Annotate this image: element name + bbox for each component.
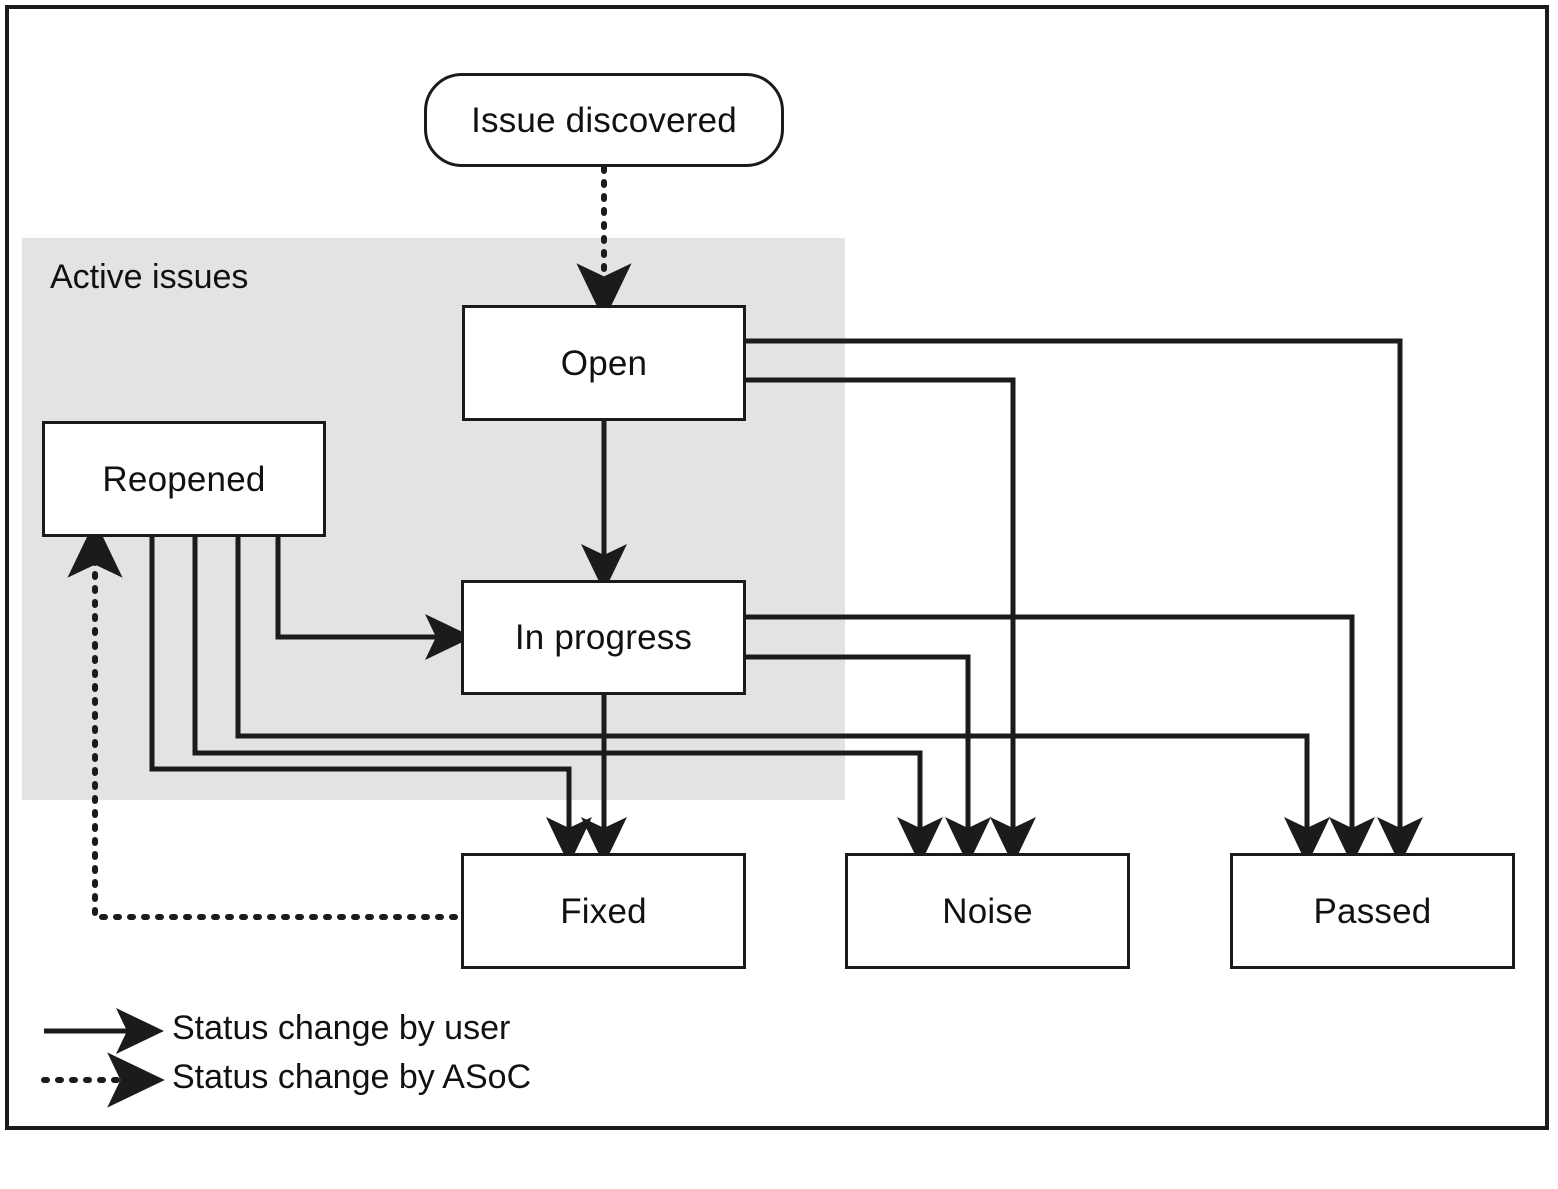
node-noise-label: Noise	[942, 891, 1033, 931]
legend-item-asoc-label: Status change by ASoC	[172, 1058, 532, 1096]
legend-item-user-label: Status change by user	[172, 1009, 511, 1047]
active-issues-group-label: Active issues	[50, 258, 249, 296]
edge-reopened-to-passed	[235, 537, 1330, 866]
node-fixed-label: Fixed	[560, 891, 647, 931]
edge-fixed-to-reopened	[67, 520, 458, 920]
node-reopened-label: Reopened	[102, 459, 266, 499]
edge-reopened-to-in-progress	[275, 537, 474, 660]
node-in-progress[interactable]: In progress	[461, 580, 746, 695]
edge-open-to-passed	[746, 338, 1423, 866]
legend-item-user: Status change by user	[172, 1009, 510, 1048]
node-passed[interactable]: Passed	[1230, 853, 1515, 969]
node-reopened[interactable]: Reopened	[42, 421, 326, 537]
node-fixed[interactable]: Fixed	[461, 853, 746, 969]
legend-item-asoc: Status change by ASoC	[172, 1058, 531, 1097]
edge-in-progress-to-passed	[746, 614, 1375, 866]
edge-reopened-to-noise	[192, 537, 943, 866]
node-issue-discovered[interactable]: Issue discovered	[424, 73, 784, 167]
node-open[interactable]: Open	[462, 305, 746, 421]
edge-reopened-to-fixed	[149, 537, 592, 866]
edge-open-to-noise	[746, 377, 1036, 866]
node-in-progress-label: In progress	[514, 618, 693, 657]
edge-in-progress-to-noise	[746, 654, 991, 866]
node-passed-label: Passed	[1313, 891, 1432, 931]
node-noise[interactable]: Noise	[845, 853, 1130, 969]
node-open-label: Open	[560, 343, 648, 383]
node-issue-discovered-label: Issue discovered	[471, 100, 737, 140]
